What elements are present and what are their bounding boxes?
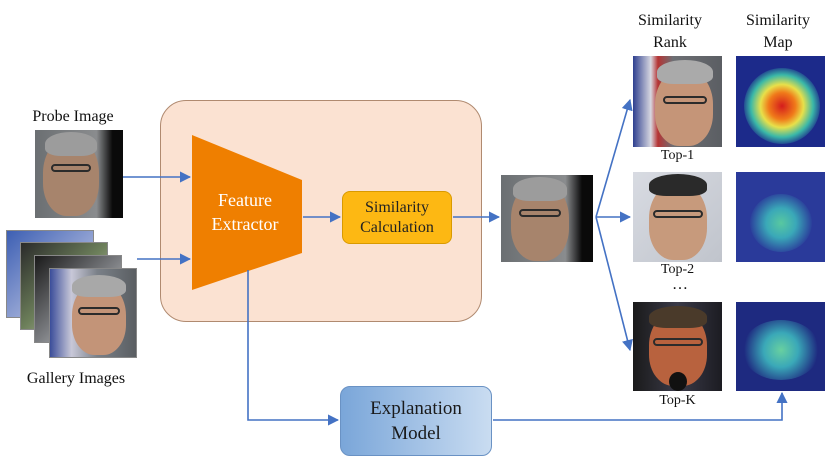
top-2-similarity-map [736,172,825,262]
similarity-calculation-box: Similarity Calculation [342,191,452,244]
gallery-images-label: Gallery Images [26,370,126,387]
ellipsis: … [672,276,688,293]
top-k-image [633,302,722,391]
probe-result-image [501,175,593,262]
top-2-label: Top-2 [660,262,695,277]
top-2-image [633,172,722,262]
similarity-rank-header: Similarity Rank [638,12,702,51]
probe-image-label: Probe Image [32,108,114,125]
top-k-similarity-map [736,302,825,391]
top-k-label: Top-K [659,393,696,408]
top-1-label: Top-1 [660,148,695,163]
gallery-image-1 [49,268,137,358]
arrow-explanation-to-map [493,391,788,421]
similarity-map-header: Similarity Map [746,12,810,51]
feature-extractor-label: Feature Extractor [211,190,279,234]
probe-image [35,130,123,218]
explanation-model-box: Explanation Model [340,386,492,456]
top-1-similarity-map [736,56,825,147]
arrow-to-top1 [595,98,633,218]
arrow-extractor-to-explanation [247,270,340,426]
arrow-to-topk [595,216,633,352]
top-1-image [633,56,722,147]
feature-extractor-shape [192,135,302,290]
